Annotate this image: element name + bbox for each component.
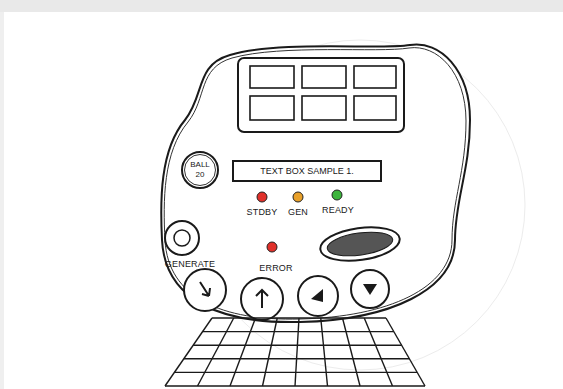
triangle-symbol [311, 289, 323, 302]
arrow-symbol [200, 282, 210, 296]
display-frame [238, 58, 404, 132]
keyboard-column-line [295, 318, 299, 386]
display-cell [302, 96, 346, 120]
control-button [241, 278, 283, 320]
display-cell [302, 66, 346, 88]
device-body [161, 44, 470, 322]
keyboard-column-line [165, 318, 212, 386]
control-button [351, 270, 389, 308]
oval-button [318, 223, 402, 266]
standby-led [257, 192, 267, 202]
keyboard-column-line [343, 318, 361, 386]
arrow-symbol [256, 290, 268, 308]
display-cell [354, 96, 396, 120]
button-label: GENERATE [165, 259, 215, 269]
display-cell [354, 66, 396, 88]
ball-label: BALL 20 [185, 160, 215, 180]
keyboard-column-line [230, 318, 256, 386]
generate-button [165, 221, 199, 255]
text-box: TEXT BOX SAMPLE 1. [232, 160, 382, 182]
led-label: READY [322, 205, 354, 215]
keyboard-column-line [321, 318, 328, 386]
oval-button-shade [326, 229, 394, 260]
side-band [0, 12, 4, 389]
top-band [0, 0, 563, 12]
generate-button-inner [174, 230, 190, 246]
display-cell [250, 66, 294, 88]
control-button [298, 276, 338, 316]
text-box-border [233, 161, 381, 181]
keyboard-column-line [364, 318, 392, 386]
control-button [184, 269, 226, 311]
ready-led [332, 190, 342, 200]
led-label: ERROR [259, 263, 293, 273]
ball-circle-sketch [185, 155, 216, 186]
keyboard-column-line [263, 318, 278, 386]
text-box-label: TEXT BOX SAMPLE 1. [260, 166, 353, 176]
ball-circle: BALL 20 [181, 151, 219, 189]
gen-led [293, 192, 303, 202]
device-body-sketch [164, 48, 466, 319]
keyboard-grid [165, 318, 425, 386]
led-label: STDBY [246, 207, 277, 217]
error-led [267, 242, 277, 252]
keyboard-column-line [198, 318, 234, 386]
triangle-symbol [363, 284, 377, 295]
led-label: GEN [288, 207, 308, 217]
keyboard-column-line [386, 318, 425, 386]
display-cell [250, 96, 294, 120]
ball-circle-border [182, 152, 218, 188]
